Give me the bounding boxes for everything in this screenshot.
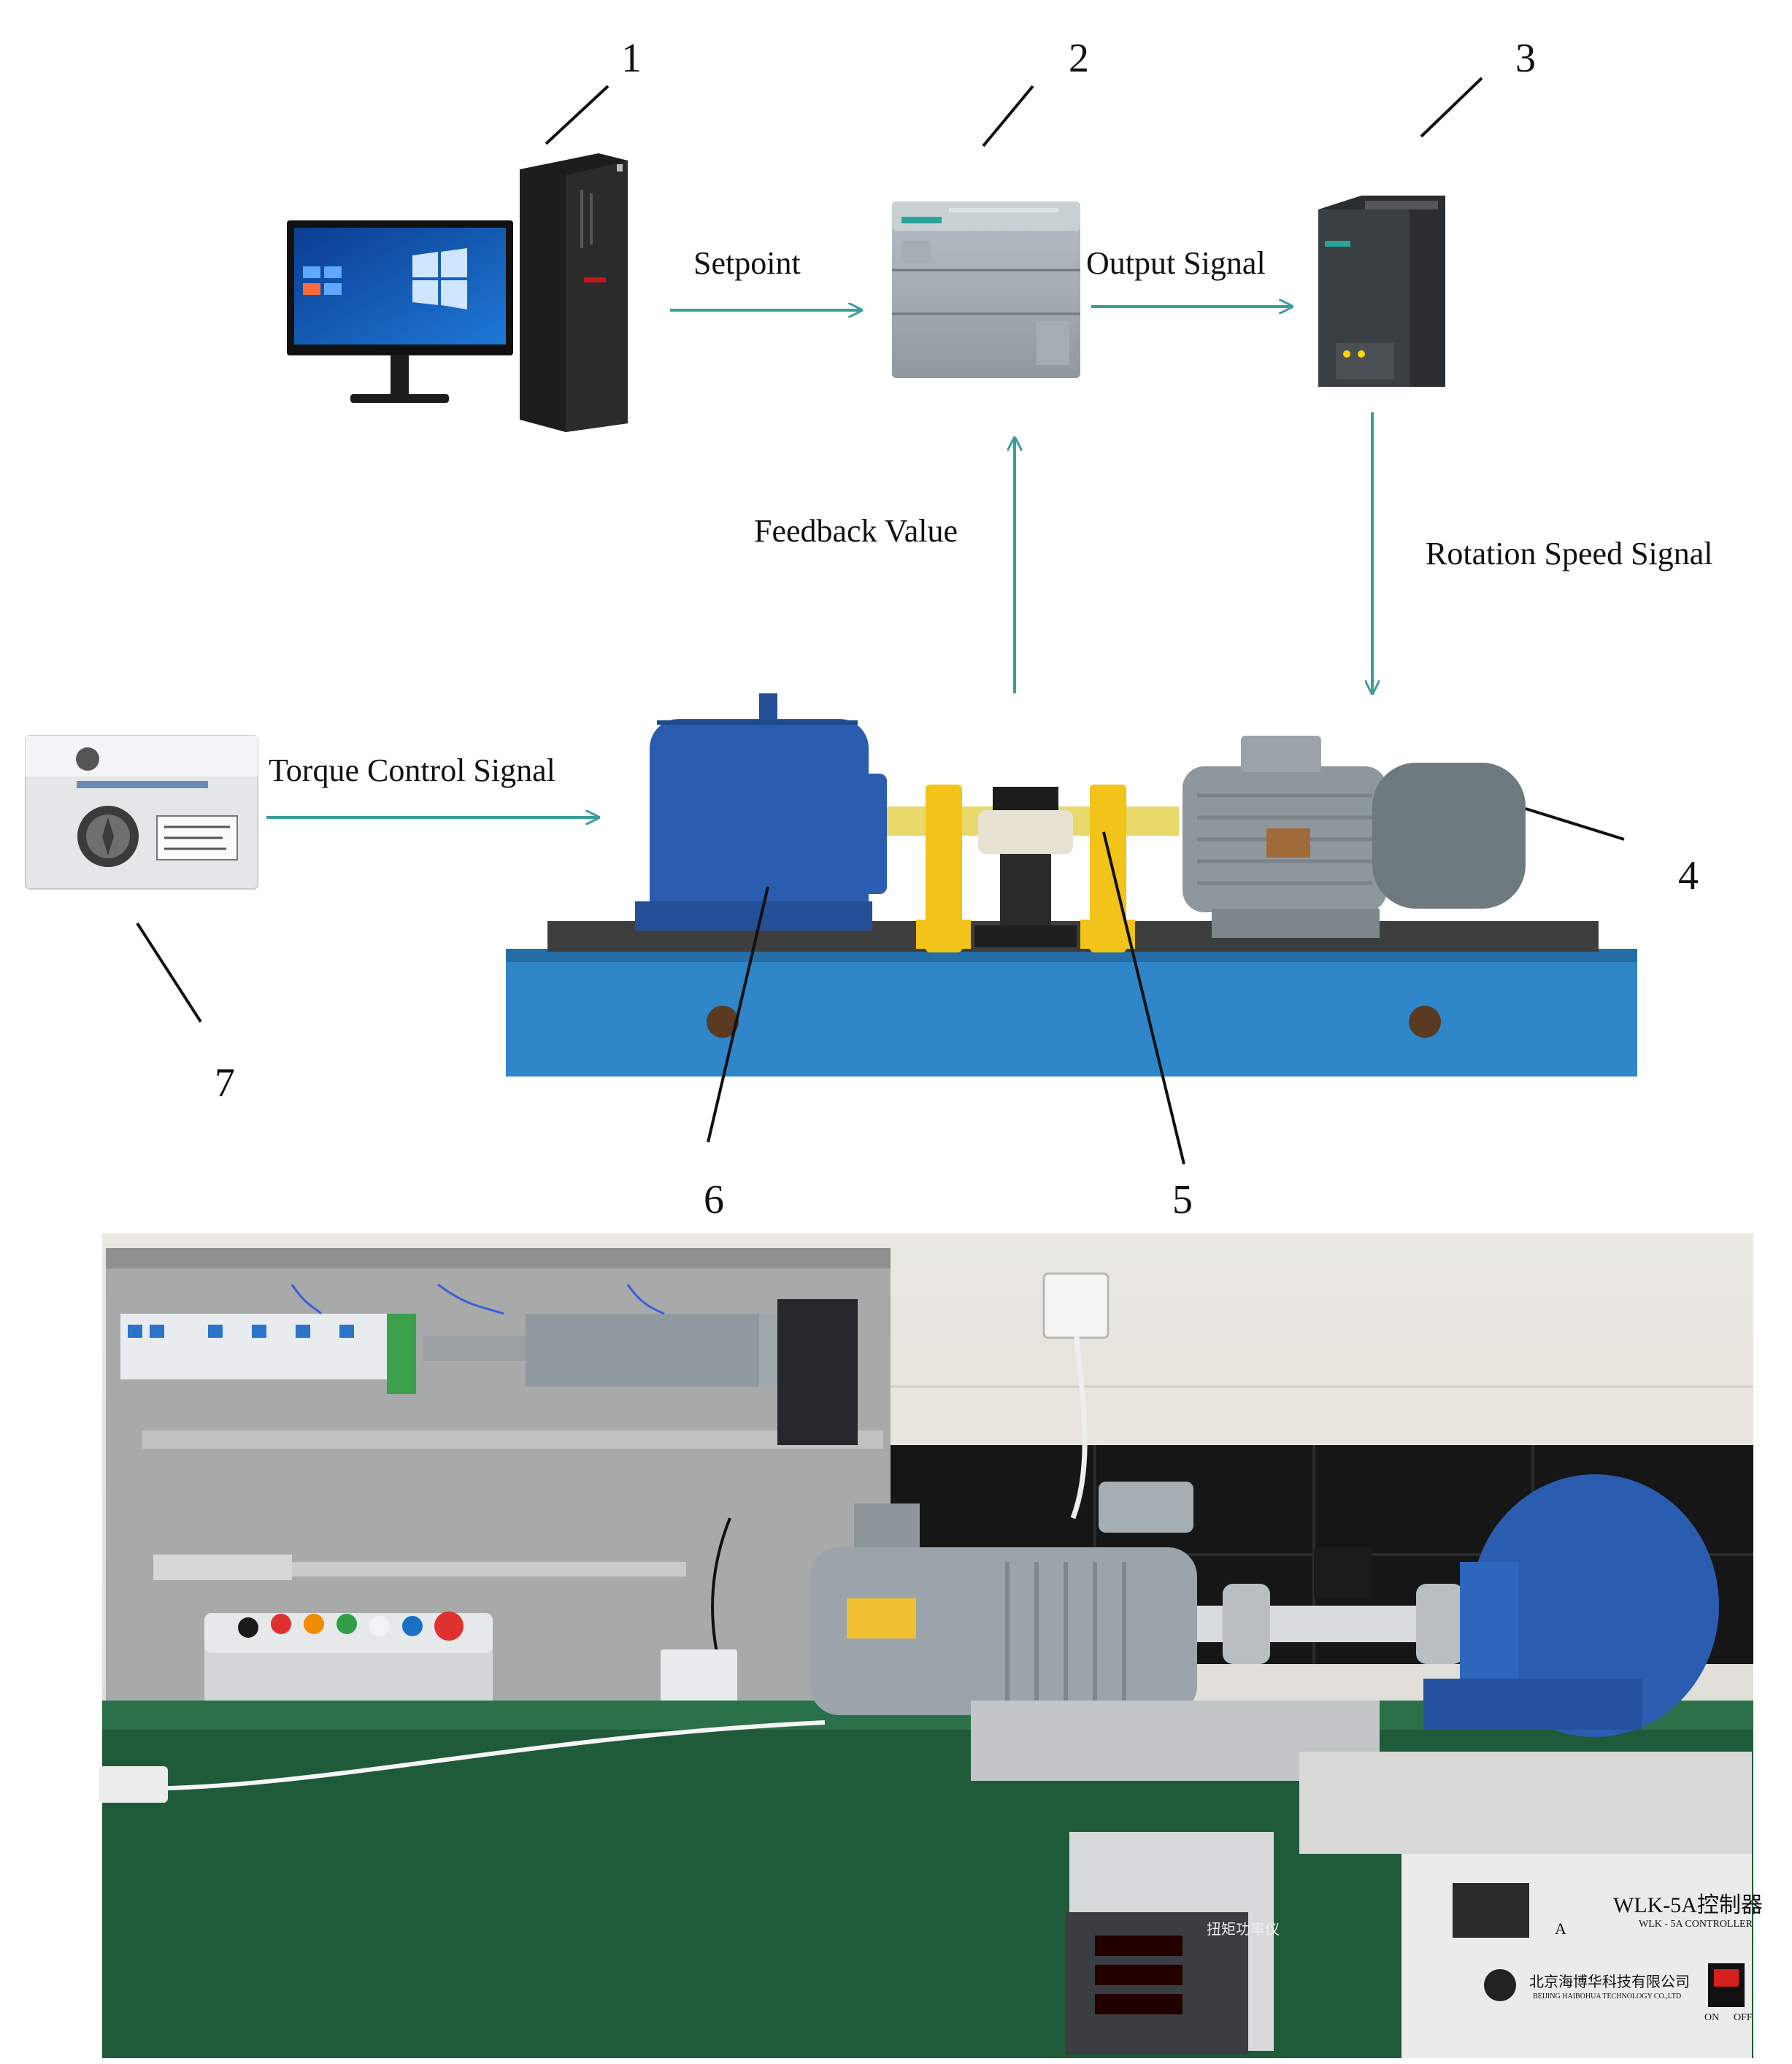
pc-icon [287, 153, 628, 432]
callout-1: 1 [621, 36, 642, 81]
signal-labels: Setpoint Output Signal Feedback Value Ro… [269, 245, 1713, 788]
label-torque: Torque Control Signal [269, 752, 555, 788]
controller-maker-en: BEIJING HAIBOHUA TECHNOLOGY CO.,LTD [1533, 1992, 1681, 2001]
meter-a-label: A [1555, 1919, 1566, 1938]
label-output: Output Signal [1086, 245, 1266, 281]
magnetic-brake-icon [635, 693, 887, 931]
inverter-photo [777, 1299, 858, 1445]
lab-photo: 扭矩功率仪 A WLK-5A控制器 WLK - 5A CONTROLLER 北京… [99, 1233, 1763, 2058]
power-meter-title: 扭矩功率仪 [1207, 1921, 1280, 1938]
callout-6: 6 [704, 1177, 724, 1222]
torque-sensor-photo [1314, 1547, 1372, 1598]
callout-3: 3 [1515, 36, 1536, 81]
plc-icon [892, 201, 1080, 378]
leader-lines [136, 77, 1625, 1165]
signal-arrows [266, 307, 1372, 817]
controller-maker: 北京海博华科技有限公司 [1529, 1973, 1690, 1990]
controller-title: WLK-5A控制器 [1613, 1893, 1763, 1917]
inverter-icon [1318, 196, 1445, 387]
tension-controller-icon [25, 735, 258, 890]
wlk-5a-controller: A WLK-5A控制器 WLK - 5A CONTROLLER 北京海博华科技有… [1299, 1752, 1763, 2058]
breaker-row [120, 1314, 416, 1394]
wall-socket [1042, 1272, 1110, 1339]
test-rig-icon [506, 693, 1637, 1077]
label-feedback: Feedback Value [754, 513, 958, 549]
switch-off-label: OFF [1734, 2012, 1753, 2023]
callout-7: 7 [215, 1060, 235, 1106]
brake-photo [1423, 1474, 1719, 1737]
torque-sensor-icon [974, 787, 1077, 947]
switch-on-label: ON [1704, 2012, 1719, 2023]
coupling-left-icon [916, 785, 971, 952]
coupling-right-icon [1080, 785, 1135, 952]
callout-numbers: 1 2 3 4 5 6 7 [215, 36, 1699, 1222]
motor-icon [1183, 736, 1526, 938]
sensor-box [661, 1649, 737, 1708]
label-rotation: Rotation Speed Signal [1426, 536, 1713, 571]
plc-photo [526, 1314, 759, 1387]
controller-subtitle: WLK - 5A CONTROLLER [1639, 1919, 1753, 1930]
torque-power-meter: 扭矩功率仪 [1066, 1832, 1280, 2055]
label-setpoint: Setpoint [693, 245, 801, 281]
callout-5: 5 [1172, 1177, 1193, 1222]
callout-2: 2 [1069, 36, 1089, 81]
callout-4: 4 [1678, 853, 1699, 898]
motor-photo [810, 1482, 1197, 1715]
